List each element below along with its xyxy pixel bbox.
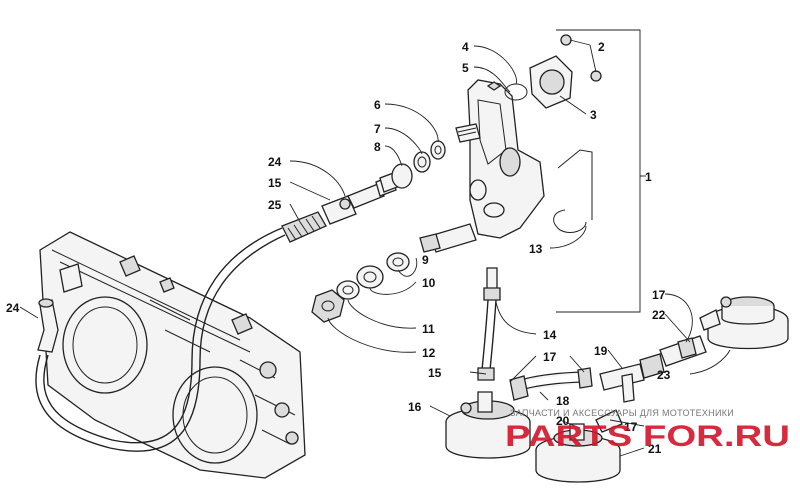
callout-2: 2 bbox=[598, 40, 605, 54]
callout-24-left: 24 bbox=[6, 301, 20, 315]
watermark-logo: PARTS FOR.RU bbox=[505, 420, 790, 453]
hose-spring-guard bbox=[281, 211, 327, 243]
fuel-pump-body bbox=[455, 79, 545, 239]
screw bbox=[560, 34, 572, 46]
washer bbox=[386, 252, 410, 272]
callout-24-upper: 24 bbox=[268, 155, 282, 169]
watermark: ЗАПЧАСТИ И АКСЕССУАРЫ ДЛЯ МОТОТЕХНИКИ PA… bbox=[505, 408, 790, 453]
elbow-fitting bbox=[37, 298, 59, 353]
washer bbox=[336, 280, 360, 300]
callout-18: 18 bbox=[556, 394, 570, 408]
crossover-hose bbox=[509, 367, 593, 401]
washer bbox=[356, 265, 384, 289]
washer bbox=[430, 140, 446, 160]
leader-lines bbox=[19, 39, 731, 457]
hose-clamp-upper bbox=[321, 195, 357, 225]
callout-14: 14 bbox=[543, 328, 557, 342]
washer bbox=[413, 151, 431, 173]
callout-7: 7 bbox=[374, 122, 381, 136]
callout-17-right: 17 bbox=[652, 288, 666, 302]
callout-20: 20 bbox=[556, 414, 570, 428]
retaining-clip bbox=[553, 149, 593, 233]
upper-fittings bbox=[379, 140, 446, 193]
watermark-banner: ЗАПЧАСТИ И АКСЕССУАРЫ ДЛЯ МОТОТЕХНИКИ bbox=[510, 408, 734, 418]
throttle-body-assembly bbox=[39, 231, 306, 479]
pump-cover-assembly bbox=[504, 34, 602, 109]
callout-6: 6 bbox=[374, 98, 381, 112]
callout-4: 4 bbox=[462, 40, 469, 54]
callout-17-lower: 17 bbox=[624, 420, 638, 434]
callout-21: 21 bbox=[648, 442, 662, 456]
t-fitting bbox=[599, 353, 665, 403]
callout-10: 10 bbox=[422, 276, 436, 290]
callout-15-lower: 15 bbox=[428, 366, 442, 380]
fuel-hose-vertical bbox=[477, 267, 501, 381]
pump-outlet-fitting bbox=[419, 223, 477, 253]
callout-16: 16 bbox=[408, 400, 422, 414]
fuel-canister-left bbox=[445, 391, 531, 459]
callout-22: 22 bbox=[652, 308, 666, 322]
assembly-bracket-1 bbox=[556, 29, 641, 313]
callout-19: 19 bbox=[594, 344, 608, 358]
callout-13: 13 bbox=[529, 242, 543, 256]
callout-17-center: 17 bbox=[543, 350, 557, 364]
lower-fittings bbox=[311, 252, 410, 323]
callout-labels: 1 2 3 4 5 6 7 8 9 10 11 12 13 14 15 15 1… bbox=[6, 40, 671, 456]
callout-12: 12 bbox=[422, 346, 436, 360]
callout-11: 11 bbox=[422, 322, 435, 336]
callout-8: 8 bbox=[374, 140, 381, 154]
fuel-canister-center bbox=[535, 409, 623, 483]
callout-25: 25 bbox=[268, 198, 282, 212]
callout-23: 23 bbox=[657, 368, 671, 382]
callout-9: 9 bbox=[422, 253, 429, 267]
hex-nut bbox=[311, 289, 345, 323]
callout-1: 1 bbox=[645, 170, 652, 184]
right-hose bbox=[659, 335, 707, 367]
callout-15-upper: 15 bbox=[268, 176, 282, 190]
screw bbox=[590, 70, 602, 82]
callout-3: 3 bbox=[590, 108, 597, 122]
callout-5: 5 bbox=[462, 61, 469, 75]
fuel-canister-right bbox=[699, 296, 789, 350]
pulse-hose-main bbox=[35, 227, 286, 452]
